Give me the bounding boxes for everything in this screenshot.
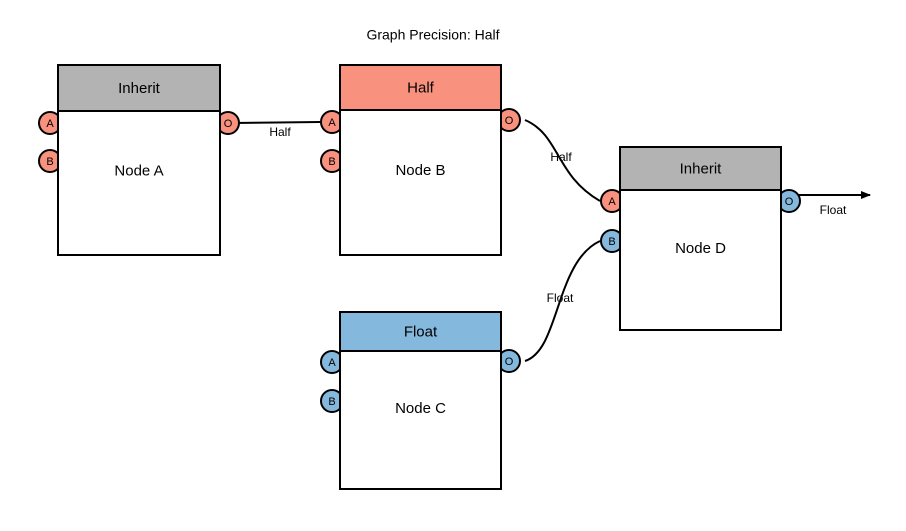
node-name-label: Node B bbox=[395, 162, 445, 179]
edge-half-0[interactable]: Half bbox=[231, 121, 321, 139]
port-label: A bbox=[328, 117, 336, 129]
node-header[interactable] bbox=[57, 64, 221, 112]
node-name-label: Node A bbox=[114, 162, 163, 179]
edge-label: Half bbox=[550, 150, 572, 164]
node-name-label: Node C bbox=[395, 400, 446, 417]
edge-float-3[interactable]: Float bbox=[793, 191, 871, 217]
node-header[interactable] bbox=[339, 64, 502, 111]
port-label: B bbox=[46, 156, 53, 168]
node-c-input-port-a[interactable]: A bbox=[320, 350, 344, 374]
edge-path[interactable] bbox=[524, 240, 601, 362]
port-label: O bbox=[785, 196, 794, 208]
edge-label: Float bbox=[547, 291, 574, 305]
node-header[interactable] bbox=[619, 146, 782, 191]
edge-label: Float bbox=[820, 203, 847, 217]
node-header[interactable] bbox=[339, 311, 502, 352]
node-header-label: Float bbox=[404, 323, 438, 340]
edge-label: Half bbox=[269, 125, 291, 139]
port-label: O bbox=[505, 356, 514, 368]
port-label: B bbox=[608, 236, 615, 248]
page-title: Graph Precision: Half bbox=[366, 27, 499, 43]
port-label: B bbox=[328, 396, 335, 408]
port-label: A bbox=[46, 118, 54, 130]
edge-float-2[interactable]: Float bbox=[524, 240, 601, 362]
node-header-label: Half bbox=[407, 79, 435, 96]
node-a-output-port-o[interactable]: O bbox=[216, 111, 240, 135]
node-header-label: Inherit bbox=[118, 80, 161, 97]
port-label: B bbox=[328, 156, 335, 168]
node-header-label: Inherit bbox=[680, 160, 723, 177]
edge-path[interactable] bbox=[524, 119, 601, 202]
port-label: A bbox=[328, 357, 336, 369]
port-label: O bbox=[505, 115, 514, 127]
edge-half-1[interactable]: Half bbox=[524, 119, 601, 202]
port-label: A bbox=[608, 196, 616, 208]
port-label: O bbox=[224, 118, 233, 130]
edge-path[interactable] bbox=[231, 121, 321, 124]
node-name-label: Node D bbox=[675, 240, 726, 257]
